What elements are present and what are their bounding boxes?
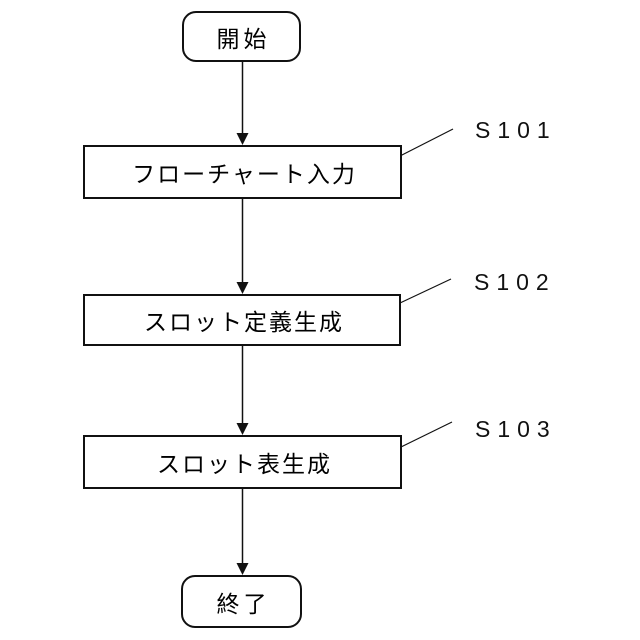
arrow-step1-to-step2 [236, 199, 249, 294]
node-start-terminal: 開始 [182, 11, 301, 62]
node-step1-label: フローチャート入力 [132, 161, 357, 187]
node-end-terminal: 終了 [181, 575, 302, 628]
step-label-s101: S101 [475, 117, 557, 143]
node-process-step1: フローチャート入力 [83, 145, 402, 199]
arrow-step3-to-end [236, 489, 249, 575]
node-process-step3: スロット表生成 [83, 435, 402, 489]
node-process-step2: スロット定義生成 [83, 294, 401, 346]
leader-line-s101 [399, 128, 454, 157]
node-start-label: 開始 [216, 25, 271, 52]
arrow-step2-to-step3 [236, 346, 249, 435]
node-end-label: 終了 [216, 590, 271, 617]
step-label-s103: S103 [475, 416, 557, 442]
step-label-s102: S102 [474, 269, 556, 295]
node-step2-label: スロット定義生成 [144, 309, 344, 335]
node-step3-label: スロット表生成 [157, 451, 332, 477]
arrow-start-to-step1 [236, 62, 249, 145]
leader-line-s102 [399, 278, 452, 304]
leader-line-s103 [400, 421, 453, 448]
